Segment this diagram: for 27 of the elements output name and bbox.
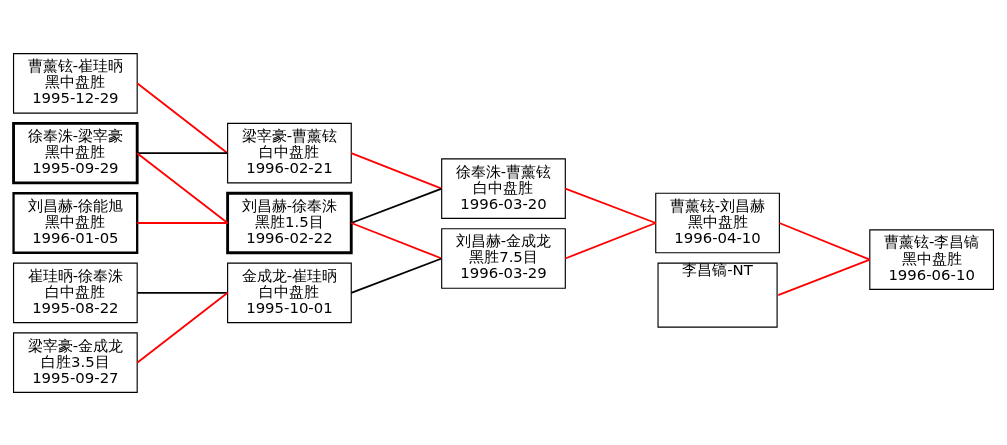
connector bbox=[136, 291, 229, 294]
connector bbox=[350, 187, 443, 224]
connector bbox=[136, 291, 229, 364]
connector bbox=[778, 221, 871, 261]
connector bbox=[350, 151, 443, 190]
node-box: 刘昌赫-金成龙 黑胜7.5目 1996-03-29 bbox=[441, 227, 566, 289]
connector bbox=[136, 151, 229, 224]
node-box: 曹薰铉-崔珪昞 黑中盘胜 1995-12-29 bbox=[13, 52, 138, 114]
connector bbox=[350, 221, 443, 259]
node-box: 金成龙-崔珪昞 白中盘胜 1995-10-01 bbox=[227, 262, 352, 323]
node-box: 李昌镐-NT bbox=[657, 262, 778, 328]
node-box: 梁宰豪-曹薰铉 白中盘胜 1996-02-21 bbox=[227, 122, 352, 183]
node-box: 徐奉洙-梁宰豪 黑中盘胜 1995-09-29 bbox=[12, 121, 139, 184]
node-box: 梁宰豪-金成龙 白胜3.5目 1995-09-27 bbox=[13, 331, 138, 393]
node-box: 曹薰铉-李昌镐 黑中盘胜 1996-06-10 bbox=[869, 228, 995, 290]
connector bbox=[350, 257, 443, 294]
node-box: 刘昌赫-徐能旭 黑中盘胜 1996-01-05 bbox=[12, 191, 139, 254]
node-box: 徐奉洙-曹薰铉 白中盘胜 1996-03-20 bbox=[441, 157, 566, 219]
connector bbox=[777, 258, 871, 296]
node-box: 崔珪昞-徐奉洙 白中盘胜 1995-08-22 bbox=[13, 262, 138, 323]
connector bbox=[136, 81, 229, 154]
connector bbox=[136, 221, 229, 224]
node-box: 曹薰铉-刘昌赫 黑中盘胜 1996-04-10 bbox=[655, 192, 780, 253]
connector bbox=[136, 151, 229, 154]
node-box: 刘昌赫-徐奉洙 黑胜1.5目 1996-02-22 bbox=[226, 191, 353, 254]
connector bbox=[564, 187, 657, 224]
connector bbox=[564, 221, 657, 259]
